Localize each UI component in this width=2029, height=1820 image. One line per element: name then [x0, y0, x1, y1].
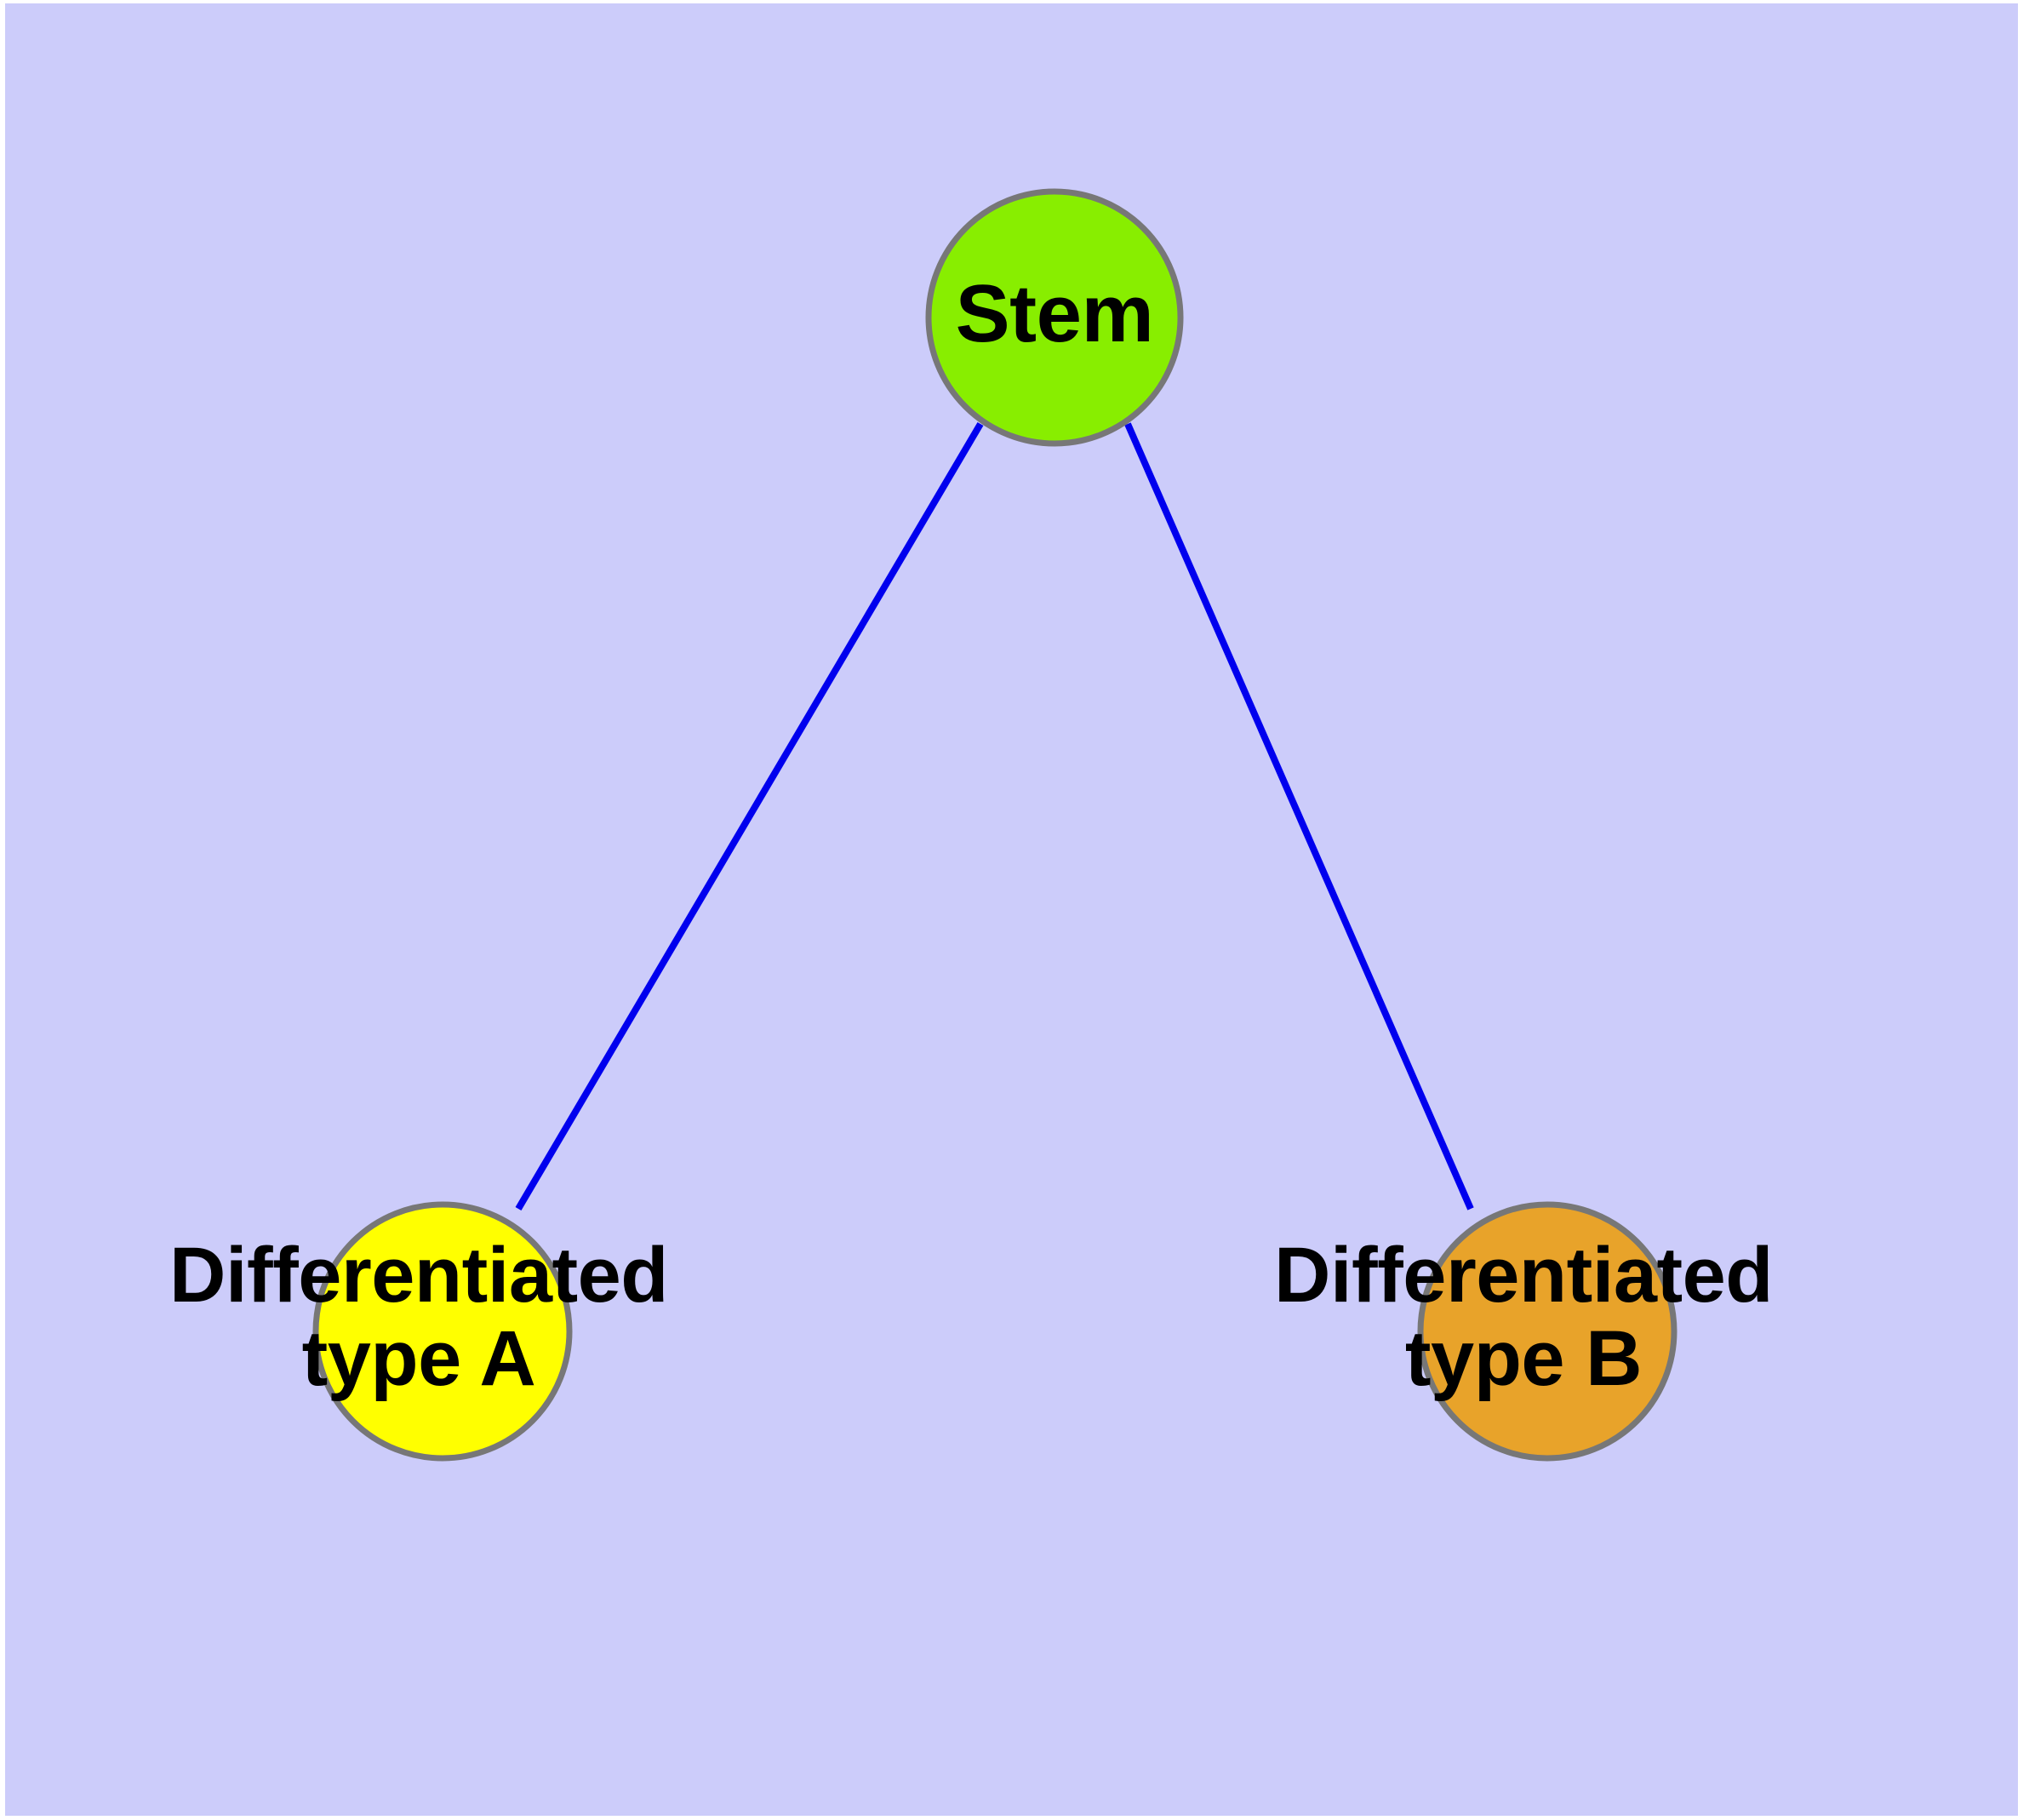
node-differentiated-type-b[interactable]: [1417, 1201, 1677, 1462]
node-layer: [312, 188, 1677, 1462]
edge-stem-to-differentiated-type-b[interactable]: [1124, 422, 1474, 1210]
node-differentiated-type-a[interactable]: [312, 1201, 573, 1462]
edge-layer: [515, 421, 1474, 1211]
node-stem[interactable]: [925, 188, 1184, 447]
edge-stem-to-differentiated-type-a[interactable]: [515, 421, 984, 1211]
